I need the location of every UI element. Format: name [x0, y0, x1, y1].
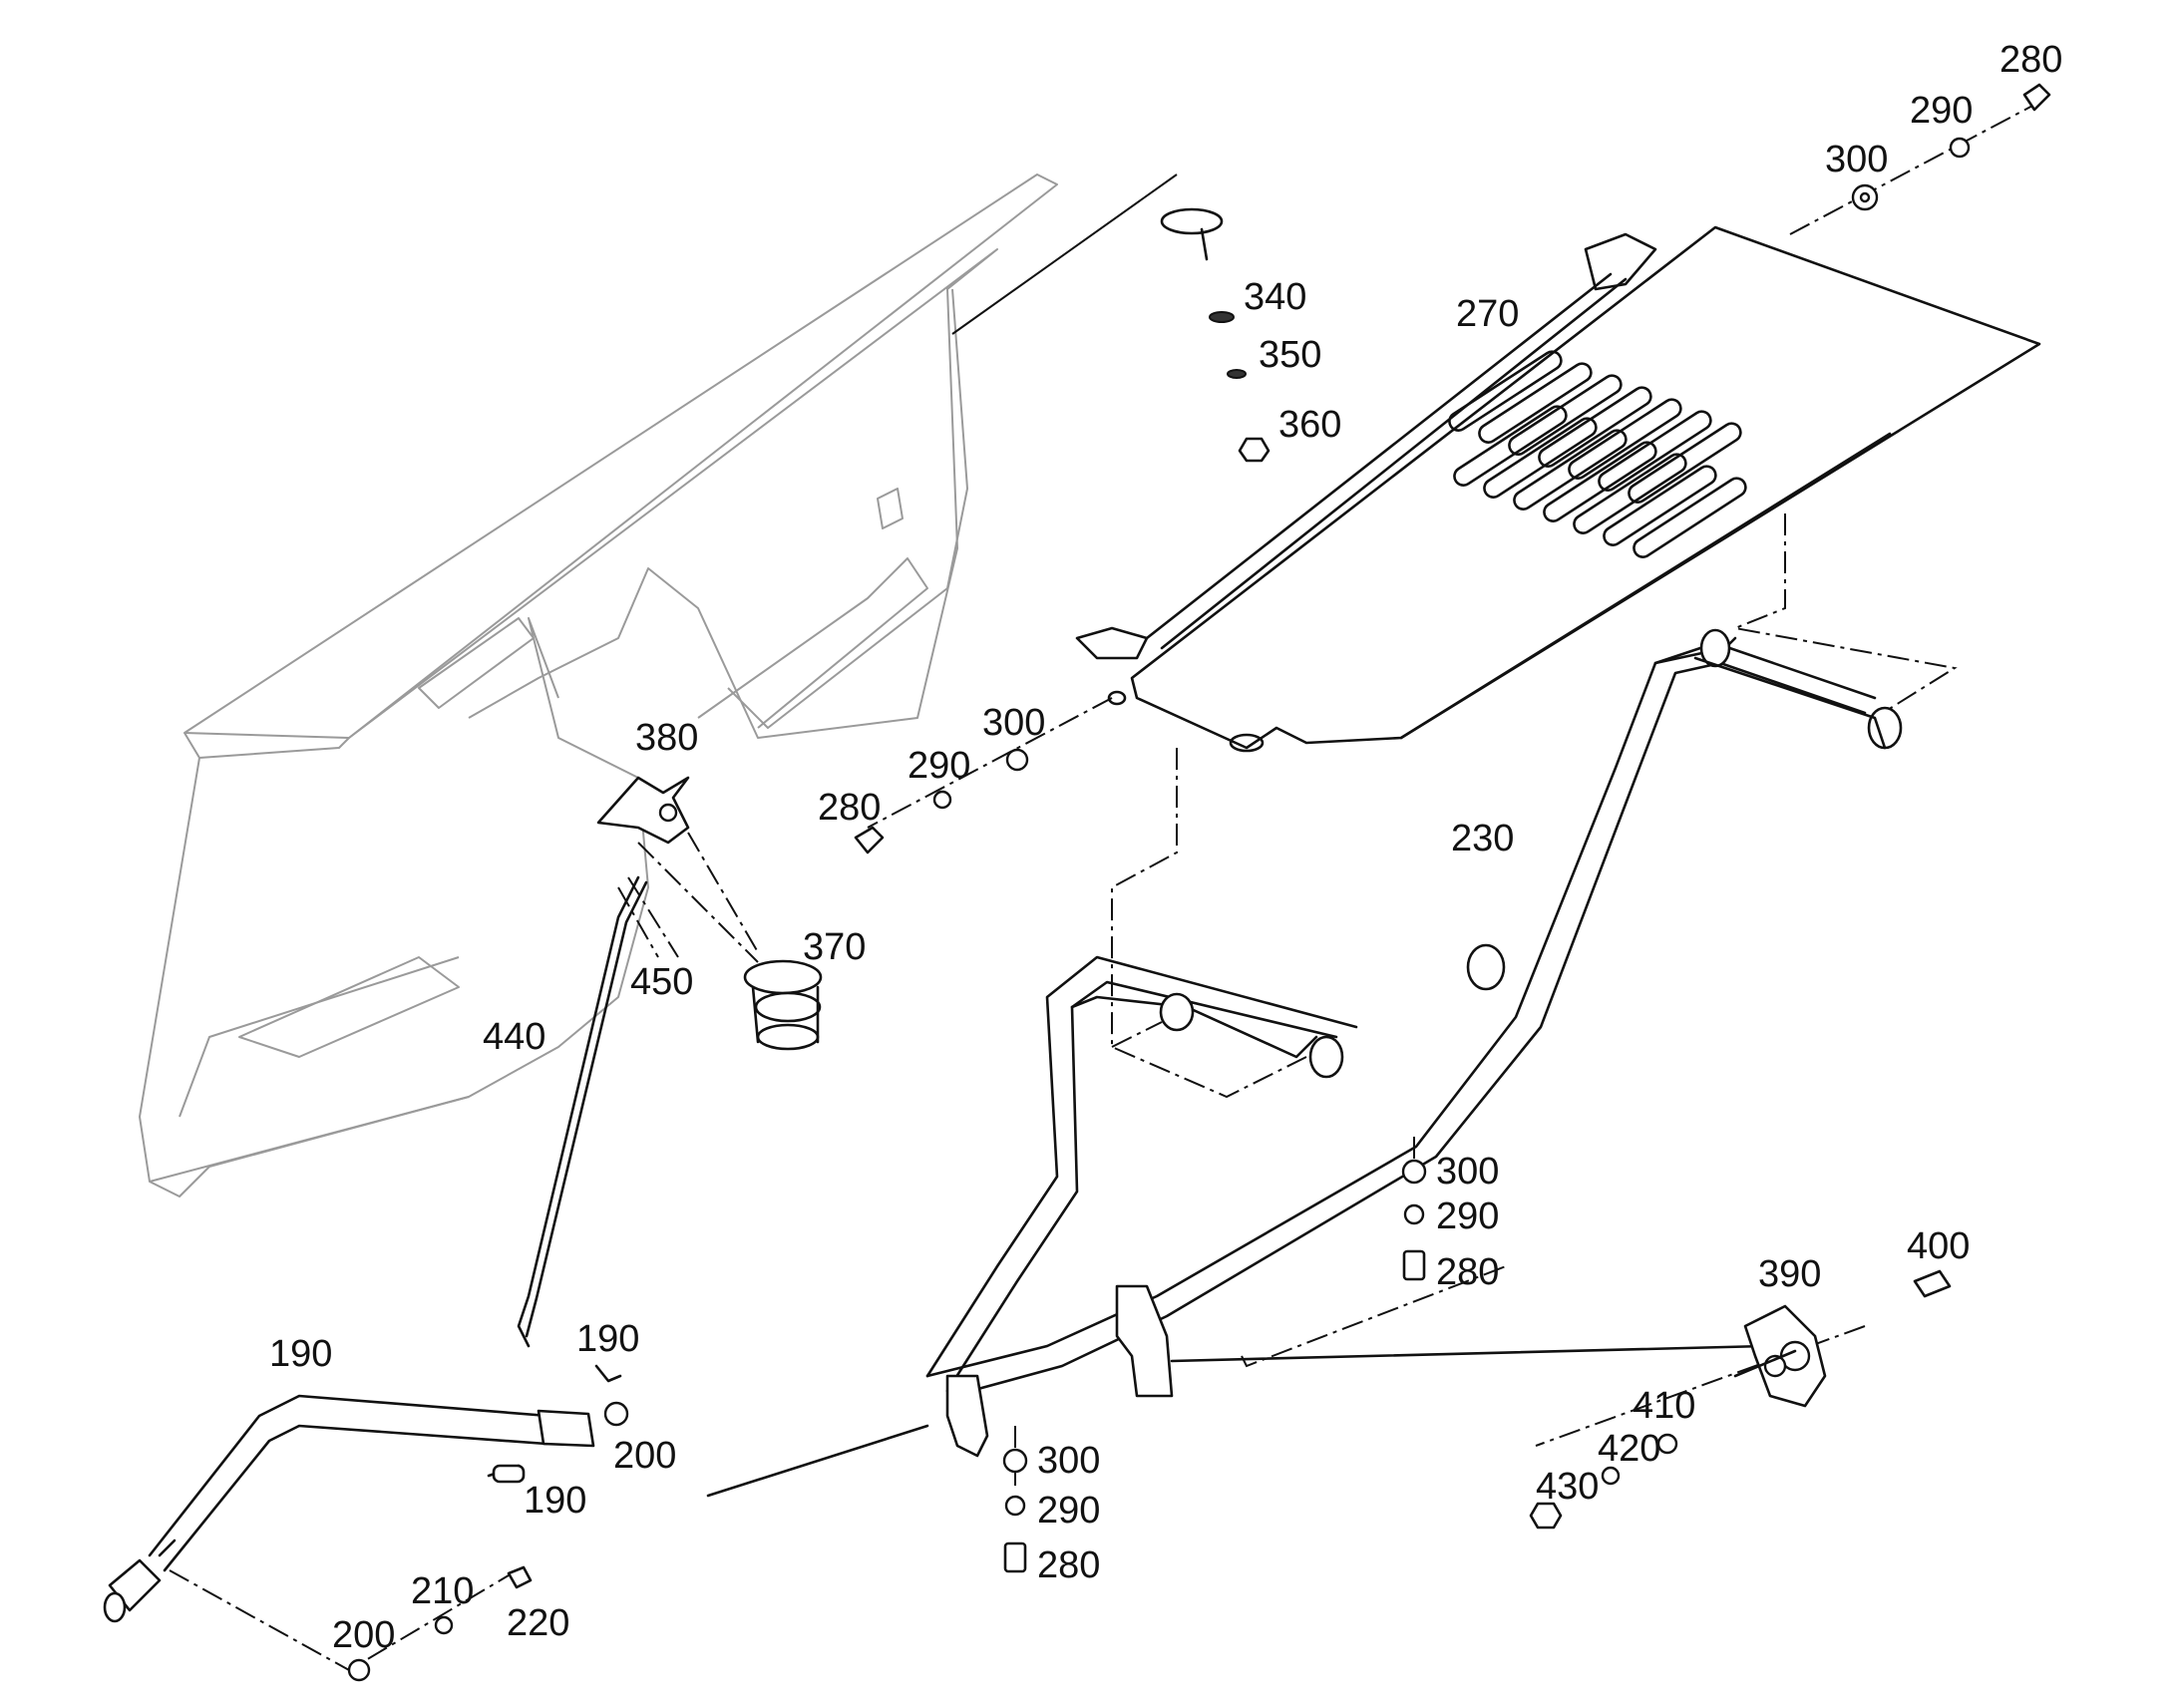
frame-230: [706, 628, 1903, 1498]
hardware-stack-bottom: [1002, 1448, 1028, 1573]
callout-290: 290: [1436, 1196, 1499, 1237]
callout-440: 440: [483, 1016, 545, 1058]
callout-280: 280: [1436, 1251, 1499, 1293]
callout-280: 280: [1037, 1544, 1100, 1586]
callout-450: 450: [630, 961, 693, 1003]
latch-bracket-380: [596, 776, 759, 953]
callout-290: 290: [1037, 1490, 1100, 1532]
rod-440: [517, 875, 648, 1348]
callout-290: 290: [1910, 90, 1973, 132]
callout-430: 430: [1536, 1466, 1599, 1508]
callout-200: 200: [613, 1435, 676, 1477]
cover-plate-270: [1075, 225, 2041, 753]
callout-labels: 280 290 300 270 340 350 360 380 300 290 …: [269, 39, 2062, 1656]
knob-370: [743, 959, 823, 1051]
callout-420: 420: [1598, 1428, 1660, 1470]
hardware-stack-center: [1401, 1159, 1427, 1281]
callout-270: 270: [1456, 293, 1519, 335]
callout-190: 190: [269, 1333, 332, 1375]
callout-300: 300: [982, 702, 1045, 744]
callout-370: 370: [803, 926, 866, 968]
callout-200: 200: [332, 1614, 395, 1656]
vent-slots: [1448, 350, 1747, 558]
callout-360: 360: [1278, 404, 1341, 446]
callout-220: 220: [507, 1602, 569, 1644]
deck-housing-outline: [139, 173, 1058, 1197]
callout-390: 390: [1758, 1253, 1821, 1295]
callout-410: 410: [1633, 1385, 1695, 1427]
callout-230: 230: [1451, 818, 1514, 859]
hardware-stack-lever: [347, 1364, 629, 1682]
callout-290: 290: [908, 745, 970, 787]
lever-190: [103, 1394, 595, 1623]
callout-380: 380: [635, 717, 698, 759]
callout-280: 280: [818, 787, 881, 829]
callout-280: 280: [1999, 39, 2062, 81]
hardware-stack-latch: [1529, 1269, 1952, 1530]
callout-190: 190: [524, 1480, 586, 1522]
hardware-stack-left: [854, 748, 1029, 854]
latch-assembly-390: [1733, 1304, 1827, 1408]
callout-190: 190: [576, 1318, 639, 1360]
callout-300: 300: [1037, 1440, 1100, 1482]
callout-210: 210: [411, 1570, 474, 1612]
hardware-stack-340-360: [1160, 207, 1271, 463]
callout-340: 340: [1244, 276, 1306, 318]
callout-350: 350: [1259, 334, 1321, 376]
callout-300: 300: [1436, 1151, 1499, 1193]
callout-400: 400: [1907, 1225, 1970, 1267]
hardware-stack-top-right: [1851, 83, 2051, 211]
callout-300: 300: [1825, 139, 1888, 180]
